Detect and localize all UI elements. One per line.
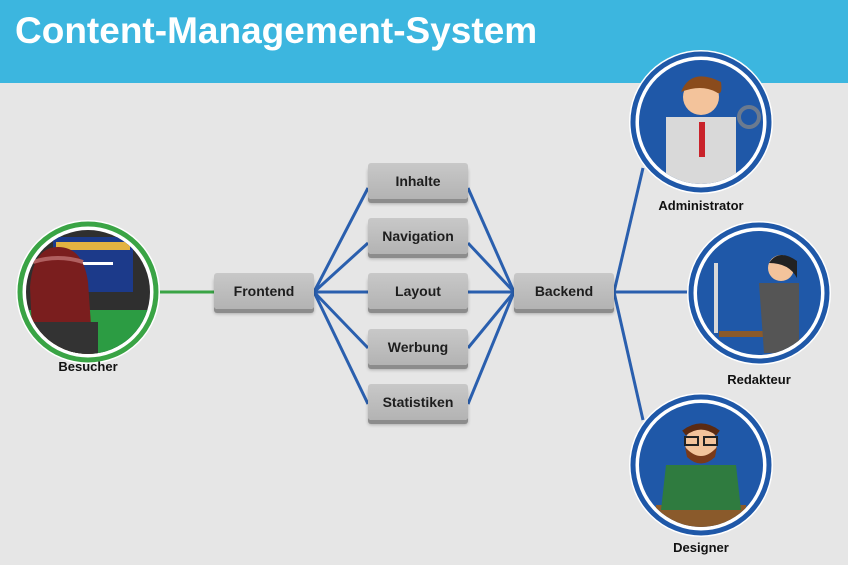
- module-label: Layout: [395, 283, 441, 299]
- connector-werbung-backend: [466, 291, 516, 349]
- module-label: Navigation: [382, 228, 454, 244]
- editor-avatar: [687, 221, 831, 365]
- module-label: Inhalte: [395, 173, 441, 189]
- connector-frontend-navigation: [312, 241, 370, 294]
- connector-frontend-werbung: [312, 290, 370, 350]
- backend-node: Backend: [514, 273, 614, 309]
- visitor-avatar: [16, 220, 160, 364]
- connector-backend-designer: [612, 291, 645, 421]
- admin-label: Administrator: [658, 198, 744, 213]
- visitor-label: Besucher: [58, 359, 118, 374]
- connector-navigation-backend: [466, 241, 516, 294]
- admin-avatar: [629, 50, 773, 194]
- connector-backend-admin: [612, 167, 645, 293]
- connector-statistiken-backend: [466, 291, 516, 405]
- page-title: Content-Management-System: [15, 10, 538, 51]
- module-layout: Layout: [368, 273, 468, 309]
- connector-frontend-statistiken: [312, 291, 370, 405]
- header-bar: Content-Management-System: [0, 0, 848, 83]
- module-werbung: Werbung: [368, 329, 468, 365]
- module-navigation: Navigation: [368, 218, 468, 254]
- module-label: Werbung: [387, 339, 449, 355]
- connector-inhalte-backend: [466, 187, 516, 293]
- module-statistiken: Statistiken: [368, 384, 468, 420]
- module-label: Statistiken: [382, 394, 454, 410]
- backend-label: Backend: [534, 283, 594, 299]
- module-inhalte: Inhalte: [368, 163, 468, 199]
- frontend-label: Frontend: [233, 283, 295, 299]
- frontend-node: Frontend: [214, 273, 314, 309]
- editor-label: Redakteur: [727, 372, 791, 387]
- designer-avatar: [629, 393, 773, 537]
- designer-label: Designer: [673, 540, 729, 555]
- connector-frontend-inhalte: [312, 187, 370, 293]
